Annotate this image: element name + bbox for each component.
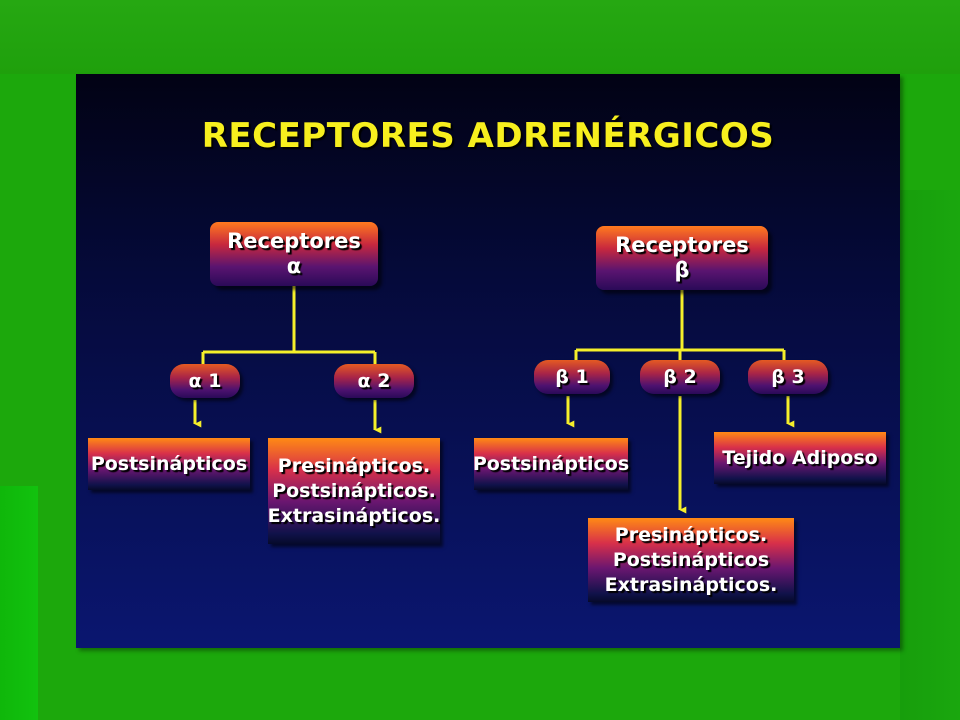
alpha1-target-box: Postsinápticos xyxy=(88,438,250,490)
alpha2-target-line1: Presinápticos. xyxy=(277,454,431,477)
beta1-target-line1: Postsinápticos xyxy=(472,452,630,475)
beta3-target-box: Tejido Adiposo xyxy=(714,432,886,484)
background-stripe-right xyxy=(900,190,960,720)
receptores-beta-line2: β xyxy=(674,258,690,282)
alpha2-target-line3: Extrasinápticos. xyxy=(267,504,441,527)
alpha2-node: α 2 xyxy=(334,364,414,398)
slide-title: RECEPTORES ADRENÉRGICOS xyxy=(201,116,775,156)
beta2-target-line1: Presinápticos. xyxy=(614,523,768,546)
beta3-node: β 3 xyxy=(748,360,828,394)
alpha2-target-line2: Postsinápticos. xyxy=(272,479,436,502)
beta3-target-line1: Tejido Adiposo xyxy=(722,446,878,469)
receptores-alpha-box: Receptores α xyxy=(210,222,378,286)
receptores-alpha-line1: Receptores xyxy=(227,229,361,253)
beta2-target-line3: Extrasinápticos. xyxy=(604,573,778,596)
alpha1-node: α 1 xyxy=(170,364,240,398)
beta1-target-box: Postsinápticos xyxy=(472,438,630,490)
background-band xyxy=(0,0,960,74)
receptores-beta-box: Receptores β xyxy=(596,226,768,290)
beta2-target-line2: Postsinápticos xyxy=(612,548,770,571)
beta2-node: β 2 xyxy=(640,360,720,394)
receptores-alpha-line2: α xyxy=(286,254,302,278)
alpha1-target-line1: Postsinápticos xyxy=(90,452,248,475)
slide-panel: RECEPTORES ADRENÉRGICOS Rec xyxy=(76,74,900,648)
beta2-target-box: Presinápticos. Postsinápticos Extrasináp… xyxy=(588,518,794,602)
background-stripe-left xyxy=(0,486,38,720)
beta1-node: β 1 xyxy=(534,360,610,394)
receptores-beta-line1: Receptores xyxy=(615,233,749,257)
alpha2-target-box: Presinápticos. Postsinápticos. Extrasiná… xyxy=(268,438,440,544)
